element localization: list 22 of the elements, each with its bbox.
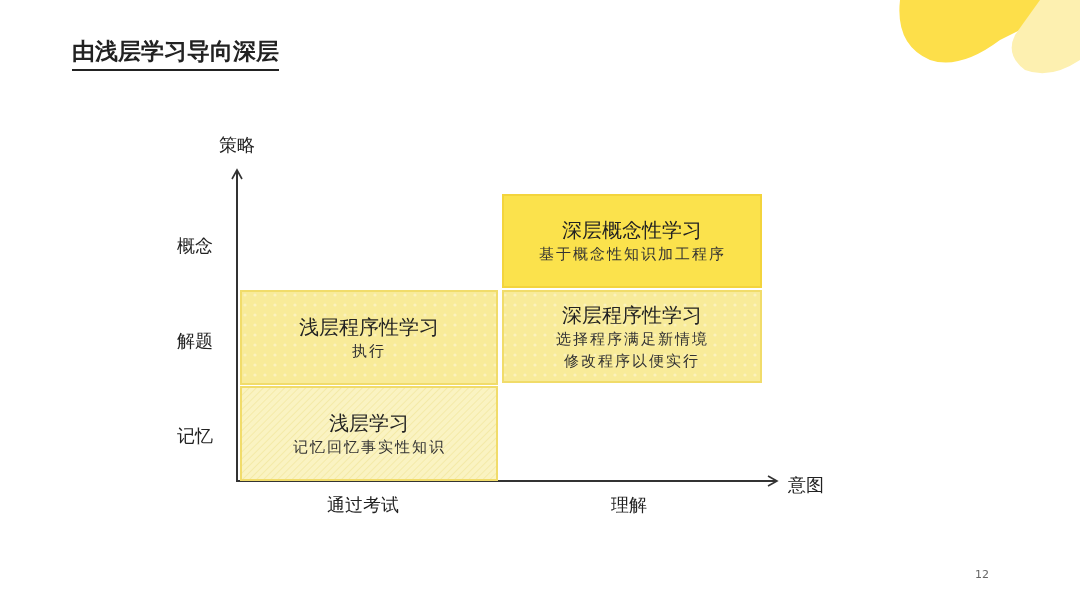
axis-tick-label: 解题 <box>177 329 213 353</box>
box-heading: 深层程序性学习 <box>562 301 702 328</box>
quadrant-box <box>240 386 498 481</box>
slide-title: 由浅层学习导向深层 <box>72 36 279 71</box>
box-heading: 浅层学习 <box>329 409 409 436</box>
quadrant-box <box>502 194 762 288</box>
axis-title: 策略 <box>219 133 255 157</box>
quadrant-box <box>240 290 498 385</box>
box-description: 执行 <box>352 340 386 362</box>
axis-title: 意图 <box>788 473 824 497</box>
box-description: 记忆回忆事实性知识 <box>292 436 446 458</box>
axis-tick-label: 理解 <box>611 493 647 517</box>
axis-tick-label: 记忆 <box>177 424 213 448</box>
box-description: 修改程序以便实行 <box>564 350 700 372</box>
axis-tick-label: 通过考试 <box>327 493 399 517</box>
page-number: 12 <box>975 568 989 581</box>
box-heading: 浅层程序性学习 <box>299 313 439 340</box>
axis-tick-label: 概念 <box>177 234 213 258</box>
box-description: 基于概念性知识加工程序 <box>538 244 726 265</box>
box-heading: 深层概念性学习 <box>562 217 702 243</box>
box-description: 选择程序满足新情境 <box>555 328 709 350</box>
quadrant-box <box>502 290 762 383</box>
